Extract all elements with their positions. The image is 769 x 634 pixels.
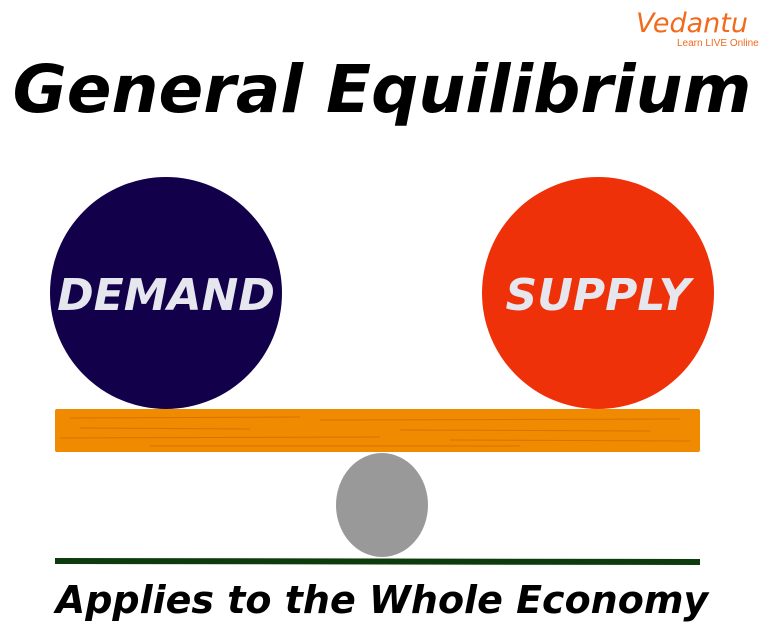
vedantu-logo: Vedantu Learn LIVE Online xyxy=(636,8,759,49)
plank xyxy=(55,409,700,452)
logo-brand: Vedantu xyxy=(636,8,748,39)
fulcrum xyxy=(336,453,428,557)
supply-label: SUPPLY xyxy=(506,270,695,321)
demand-ball xyxy=(50,177,282,409)
ground-line xyxy=(54,558,701,565)
logo-tagline: Learn LIVE Online xyxy=(677,38,759,49)
supply-ball xyxy=(482,177,714,409)
caption: Applies to the Whole Economy xyxy=(53,578,711,622)
demand-label: DEMAND xyxy=(57,270,275,321)
page-title: General Equilibrium xyxy=(13,51,752,128)
